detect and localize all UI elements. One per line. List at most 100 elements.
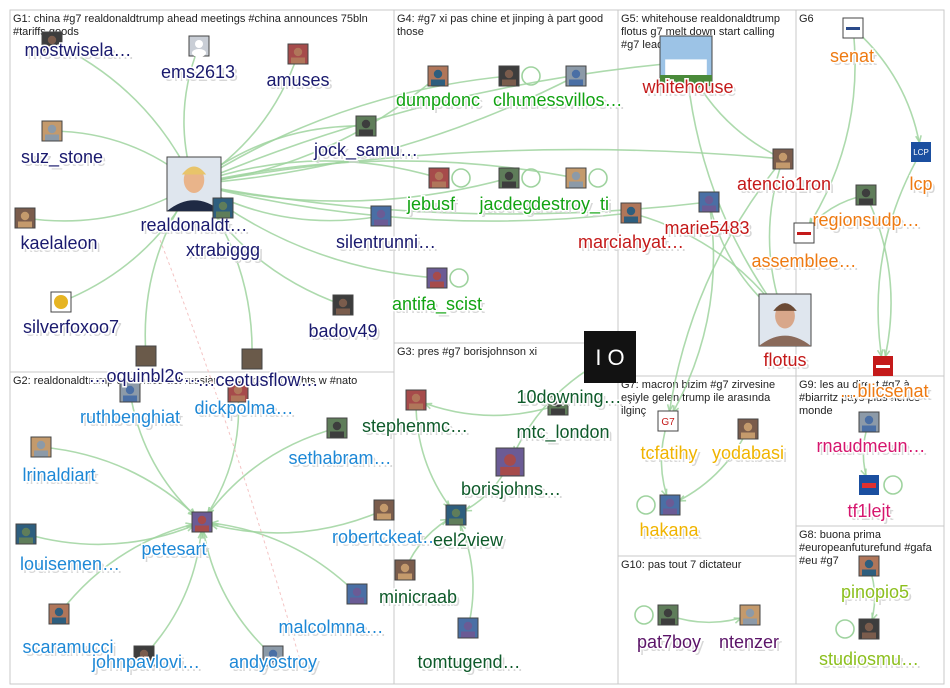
group-title: #biarritz pays plus riches [799, 392, 921, 404]
node-studiosmu[interactable]: studiosmu…studiosmu… [817, 618, 922, 672]
node-label: ems2613 [161, 62, 235, 82]
avatar-photo-icon [133, 645, 155, 667]
node-borisjohns[interactable]: borisjohns…borisjohns… [459, 447, 564, 502]
node-label-shadow: regionsudp… [815, 213, 922, 233]
node-jock_samu[interactable]: jock_samu…jock_samu… [311, 115, 421, 164]
node-label: xtrabiggg [186, 240, 260, 260]
edge-marie5483-tcfatihy [667, 201, 715, 422]
edge-johnpavlovi-petesart [143, 521, 203, 657]
node-sethabram[interactable]: sethabram…sethabram… [287, 417, 395, 471]
trump-portrait-icon [166, 156, 222, 212]
node-rnaudmeun[interactable]: rnaudmeun…rnaudmeun… [815, 411, 929, 459]
avatar-photo-icon [428, 167, 450, 189]
node-messvillos[interactable]: messvillos…messvillos… [520, 65, 626, 113]
avatar-photo-icon [135, 345, 157, 367]
node-10downing[interactable]: I O10downing…10downing… [515, 331, 636, 410]
node-label-shadow: senat [833, 49, 877, 69]
node-assemblee[interactable]: assemblee…assemblee… [750, 222, 860, 274]
node-johnpavlovi[interactable]: johnpavlovi…johnpavlovi… [89, 645, 203, 675]
node-label-shadow: robertckeat… [335, 530, 443, 550]
node-label: pat7boy [637, 632, 701, 652]
avatar-photo-icon [48, 603, 70, 625]
node-label-shadow: minicraab [382, 590, 460, 610]
edge-lrinaldiart-petesart [40, 446, 203, 523]
self-loop-destroy_ti [588, 168, 608, 188]
node-label-shadow: studiosmu… [822, 652, 922, 672]
avatar-photo-icon [620, 202, 642, 224]
node-publicsenat[interactable]: …blicsenat…blicsenat [838, 356, 932, 404]
node-overlap-g1-b[interactable]: …ceotusflow… [196, 348, 320, 392]
tf1-logo-icon [859, 475, 879, 495]
node-realdonaldt[interactable]: realdonaldt…realdonaldt… [139, 156, 251, 238]
node-label-shadow: tf1lejt [850, 504, 893, 524]
node-label: suz_stone [21, 147, 103, 168]
node-malcolmna[interactable]: malcolmna…malcolmna… [277, 583, 387, 640]
avatar-photo-icon [427, 65, 449, 87]
self-loop-pat7boy [634, 605, 654, 625]
node-overlap-g1-a[interactable]: …oquinbl2c… [87, 345, 203, 388]
node-label: studiosmu… [819, 649, 919, 669]
node-mostwisela[interactable]: mostwisela…mostwisela… [23, 31, 135, 63]
node-label-shadow: whitehouse [644, 80, 736, 100]
group-frame [795, 375, 945, 527]
node-label-shadow: tomtugend… [420, 655, 523, 675]
node-label: hakana [639, 520, 699, 540]
number10-door-icon: I O [584, 331, 636, 383]
node-label-shadow: messvillos… [524, 93, 625, 113]
node-label-shadow: stephenmc… [365, 419, 471, 439]
node-label: atencio1ron [737, 174, 831, 194]
node-marciahyat[interactable]: marciahyat…marciahyat… [576, 202, 687, 255]
node-regionsudp[interactable]: regionsudp…regionsudp… [811, 184, 923, 233]
node-robertckeat[interactable]: robertckeat…robertckeat… [330, 499, 443, 550]
avatar-photo-icon [212, 197, 234, 219]
node-dickpolma[interactable]: dickpolma…dickpolma… [193, 381, 297, 421]
node-label-shadow: jacdeg [481, 197, 535, 217]
group-title: G7: macron bizim #g7 zirvesine [621, 379, 775, 391]
node-louisemen[interactable]: louisemen…louisemen… [15, 523, 123, 577]
node-label: marie5483 [664, 218, 749, 238]
node-stephenmc[interactable]: stephenmc…stephenmc… [360, 389, 471, 439]
node-tomtugend[interactable]: tomtugend…tomtugend… [416, 617, 524, 675]
node-label: antifa_scist [392, 294, 482, 315]
edge-andyostroy-petesart [201, 521, 274, 657]
group-title: G1: china #g7 realdonaldtrump ahead meet… [13, 13, 368, 25]
avatar-photo-icon [373, 499, 395, 521]
node-silentrunni[interactable]: silentrunni…silentrunni… [334, 205, 439, 255]
group-title: #eu #g7 [799, 555, 839, 567]
self-loop-studiosmu [835, 619, 855, 639]
